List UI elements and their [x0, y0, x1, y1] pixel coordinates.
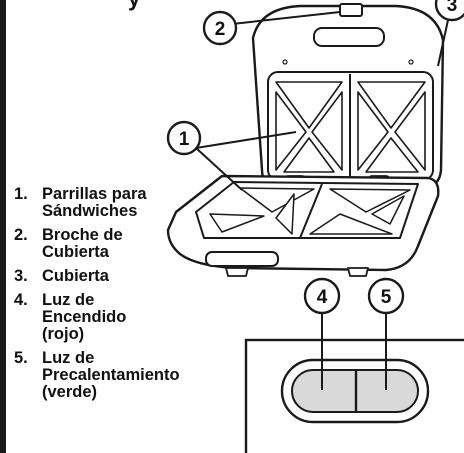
legend-item-number: 4. — [14, 291, 28, 309]
legend-item: 2. Broche de Cubierta — [14, 227, 224, 261]
legend-item: 4. Luz de Encendido (rojo) — [14, 292, 224, 343]
legend-item-label: Luz de Encendido (rojo) — [42, 291, 127, 343]
callout-3: 3 — [434, 0, 464, 67]
cover-clip — [339, 3, 363, 17]
callout-1-number: 1 — [179, 129, 190, 150]
callout-1: 1 — [166, 120, 297, 191]
callout-4-number: 4 — [317, 287, 328, 308]
callout-5: 5 — [367, 277, 405, 315]
legend-item-number: 1. — [14, 185, 28, 203]
callout-4: 4 — [303, 277, 341, 315]
lid-handle-slot — [313, 27, 385, 47]
callout-2-number: 2 — [215, 19, 226, 40]
parts-legend: 1. Parrillas para Sándwiches 2. Broche d… — [14, 186, 224, 408]
callout-2: 2 — [202, 10, 341, 46]
legend-item: 5. Luz de Precalentamiento (verde) — [14, 350, 224, 401]
base — [166, 174, 440, 277]
legend-item-label: Broche de Cubierta — [42, 226, 123, 261]
legend-item-label: Parrillas para Sándwiches — [42, 185, 147, 220]
legend-item-label: Luz de Precalentamiento (verde) — [42, 349, 180, 401]
legend-item-number: 2. — [14, 226, 28, 244]
legend-item-number: 5. — [14, 349, 28, 367]
legend-item-number: 3. — [14, 267, 28, 285]
title-fragment: y — [128, 0, 140, 12]
page-edge-rule — [0, 0, 6, 453]
base-handle-slot — [205, 251, 279, 267]
lid — [251, 3, 445, 192]
callout-5-number: 5 — [381, 287, 392, 308]
legend-item-label: Cubierta — [42, 267, 109, 285]
callout-3-number: 3 — [447, 0, 458, 16]
indicator-panel — [244, 308, 464, 453]
legend-item: 1. Parrillas para Sándwiches — [14, 186, 224, 220]
legend-item: 3. Cubierta — [14, 268, 224, 285]
